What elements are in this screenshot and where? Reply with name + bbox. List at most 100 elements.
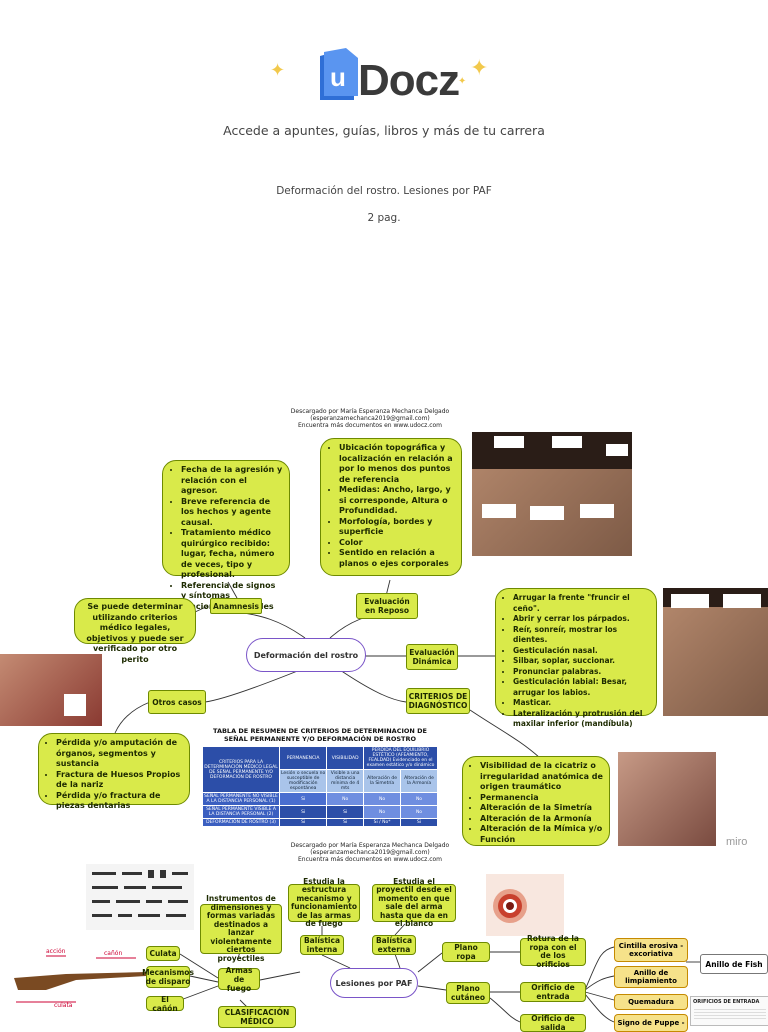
watermark-line: (esperanzamechanca2019@gmail.com) [310, 849, 430, 856]
plano-cutaneo-node: Plano cutáneo [446, 982, 490, 1004]
list-item: Reír, sonreír, mostrar los dientes. [513, 625, 651, 646]
criterios-diagnostico-node: CRITERIOS DE DIAGNÓSTICO [406, 688, 470, 714]
sparkle-icon: ✦ [270, 60, 286, 81]
rifle-label: culata [54, 1002, 73, 1009]
list-item: Tratamiento médico quirúrgico recibido: … [181, 528, 283, 581]
list-item: Alteración de la Mímica y/o Función [480, 824, 604, 845]
list-item: Pérdida y/o fractura de piezas dentarias [56, 791, 184, 812]
table-row: SEÑAL PERMANENTE VISIBLE A LA DISTANCIA … [202, 805, 438, 819]
table-cell: Si [326, 805, 365, 819]
anamnesis-details: Fecha de la agresión y relación con el a… [162, 460, 290, 611]
download-watermark: Descargado por María Esperanza Mechanca … [270, 408, 470, 429]
face-expression-photos [663, 588, 768, 716]
brand-u: u [330, 62, 346, 92]
page-count: 2 pag. [367, 212, 401, 224]
watermark-line: Descargado por María Esperanza Mechanca … [290, 842, 450, 849]
table-title: TABLA DE RESUMEN DE CRITERIOS DE DETERMI… [213, 727, 427, 743]
table-cell: Si / No* [363, 818, 402, 827]
table-header: VISIBILIDAD [326, 746, 365, 770]
list-item: Silbar, soplar, succionar. [513, 656, 651, 667]
orificios-table-title: ORIFICIOS DE ENTRADA [693, 999, 760, 1005]
clasificacion-node: CLASIFICACIÓN MÉDICO [218, 1006, 296, 1028]
canon-node: El cañón [146, 995, 184, 1013]
reposo-details: Ubicación topográfica y localización en … [320, 438, 462, 576]
evaluacion-reposo-node: Evaluación en Reposo [356, 593, 418, 619]
download-watermark: Descargado por María Esperanza Mechanca … [270, 842, 470, 863]
list-item: Color [339, 538, 455, 549]
estudia-externa-node: Estudia el proyectil desde el momento en… [372, 877, 456, 928]
table-row: SEÑAL PERMANENTE NO VISIBLE A LA DISTANC… [202, 792, 438, 806]
table-header: PERDIDA DEL EQUILIBRIO ESTÉTICO (AFEAMIE… [363, 746, 438, 770]
table-cell: Si [278, 805, 328, 819]
list-item: Masticar. [513, 698, 651, 709]
list-item: Pronunciar palabras. [513, 667, 651, 678]
rifle-icon [14, 955, 146, 1003]
culata-node: Culata [146, 946, 180, 961]
dinamica-list: Arrugar la frente "fruncir el ceño". Abr… [501, 593, 651, 730]
quemadura-node: Quemadura [614, 994, 688, 1010]
list-item: Arrugar la frente "fruncir el ceño". [513, 593, 651, 614]
anamnesis-node: Anamnesis [210, 598, 262, 614]
table-cell: DEFORMACIÓN DE ROSTRO (3) [202, 818, 280, 827]
list-item: Fractura de Huesos Propios de la nariz [56, 770, 184, 791]
deformacion-rostro-center: Deformación del rostro [246, 638, 366, 672]
table-subheader: Alteración de la Armonía [400, 769, 438, 793]
list-item: Gesticulación nasal. [513, 646, 651, 657]
orificio-salida-node: Orificio de salida [520, 1014, 586, 1032]
brand-name: Docz [358, 56, 460, 105]
list-item: Ubicación topográfica y localización en … [339, 443, 455, 485]
list-item: Lateralización y protrusión del maxilar … [513, 709, 651, 730]
criteria-summary-table: TABLA DE RESUMEN DE CRITERIOS DE DETERMI… [202, 727, 438, 827]
list-item: Breve referencia de los hechos y agente … [181, 497, 283, 529]
table-cell: No [326, 792, 365, 806]
scar-photos [618, 752, 716, 846]
guns-icon [92, 870, 188, 917]
table-cell: SEÑAL PERMANENTE VISIBLE A LA DISTANCIA … [202, 805, 280, 819]
table-subheader: Lesión o secuela no susceptible de modif… [278, 769, 328, 793]
reposo-list: Ubicación topográfica y localización en … [327, 443, 455, 569]
list-item: Permanencia [480, 793, 604, 804]
table-cell: No [363, 792, 402, 806]
list-item: Abrir y cerrar los párpados. [513, 614, 651, 625]
table-cell: Si [278, 818, 328, 827]
criterios-details: Visibilidad de la cicatriz o irregularid… [462, 756, 610, 846]
watermark-line: Descargado por María Esperanza Mechanca … [290, 408, 450, 415]
list-item: Sentido en relación a planos o ejes corp… [339, 548, 455, 569]
faces-photo-grid [472, 432, 632, 556]
wound-diagram-image [486, 874, 564, 936]
evaluacion-dinamica-node: Evaluación Dinámica [406, 644, 458, 670]
table-subheader: Alteración de la Simetría [363, 769, 402, 793]
otros-details: Pérdida y/o amputación de órganos, segme… [38, 733, 190, 810]
list-item: Morfología, bordes y superficie [339, 517, 455, 538]
list-item: Fecha de la agresión y relación con el a… [181, 465, 283, 497]
wound-rings-icon [493, 889, 527, 923]
list-item: Gesticulación labial: Besar, arrugar los… [513, 677, 651, 698]
list-item: Alteración de la Simetría [480, 803, 604, 814]
watermark-line: Encuentra más documentos en www.udocz.co… [297, 856, 443, 863]
tagline: Accede a apuntes, guías, libros y más de… [223, 123, 545, 138]
rotura-ropa-node: Rotura de la ropa con el de los orificio… [520, 934, 586, 968]
table-header: CRITERIOS PARA LA DETERMINACIÓN MÉDICO L… [202, 746, 280, 793]
estudia-interna-node: Estudia la estructura mecanismo y funcio… [288, 877, 360, 928]
udocz-logo: ✦ ✦ ✦ u Docz [0, 42, 768, 112]
plano-ropa-node: Plano ropa [442, 942, 490, 962]
table-cell: SEÑAL PERMANENTE NO VISIBLE A LA DISTANC… [202, 792, 280, 806]
table-cell: Si [326, 818, 365, 827]
sparkle-icon: ✦ [470, 56, 489, 81]
balistica-externa-node: Balística externa [372, 935, 416, 955]
signo-puppe-node: Signo de Puppe - [614, 1014, 688, 1032]
dinamica-details: Arrugar la frente "fruncir el ceño". Abr… [495, 588, 657, 728]
miro-watermark: miro [726, 836, 748, 848]
sparkle-icon: ✦ [458, 76, 467, 87]
firearms-silhouettes-image [86, 864, 194, 930]
watermark-line: (esperanzamechanca2019@gmail.com) [310, 415, 430, 422]
table-header: PERMANENCIA [278, 746, 328, 770]
list-item: Visibilidad de la cicatriz o irregularid… [480, 761, 604, 793]
anamnesis-list: Fecha de la agresión y relación con el a… [169, 465, 283, 612]
mecanismos-node: Mecanismos de disparo [142, 966, 194, 988]
list-item: Medidas: Ancho, largo, y si corresponde,… [339, 485, 455, 517]
instrumentos-node: Instrumentos de dimensiones y formas var… [200, 894, 282, 962]
criterios-list: Visibilidad de la cicatriz o irregularid… [468, 761, 604, 845]
table-cell: No [400, 805, 438, 819]
